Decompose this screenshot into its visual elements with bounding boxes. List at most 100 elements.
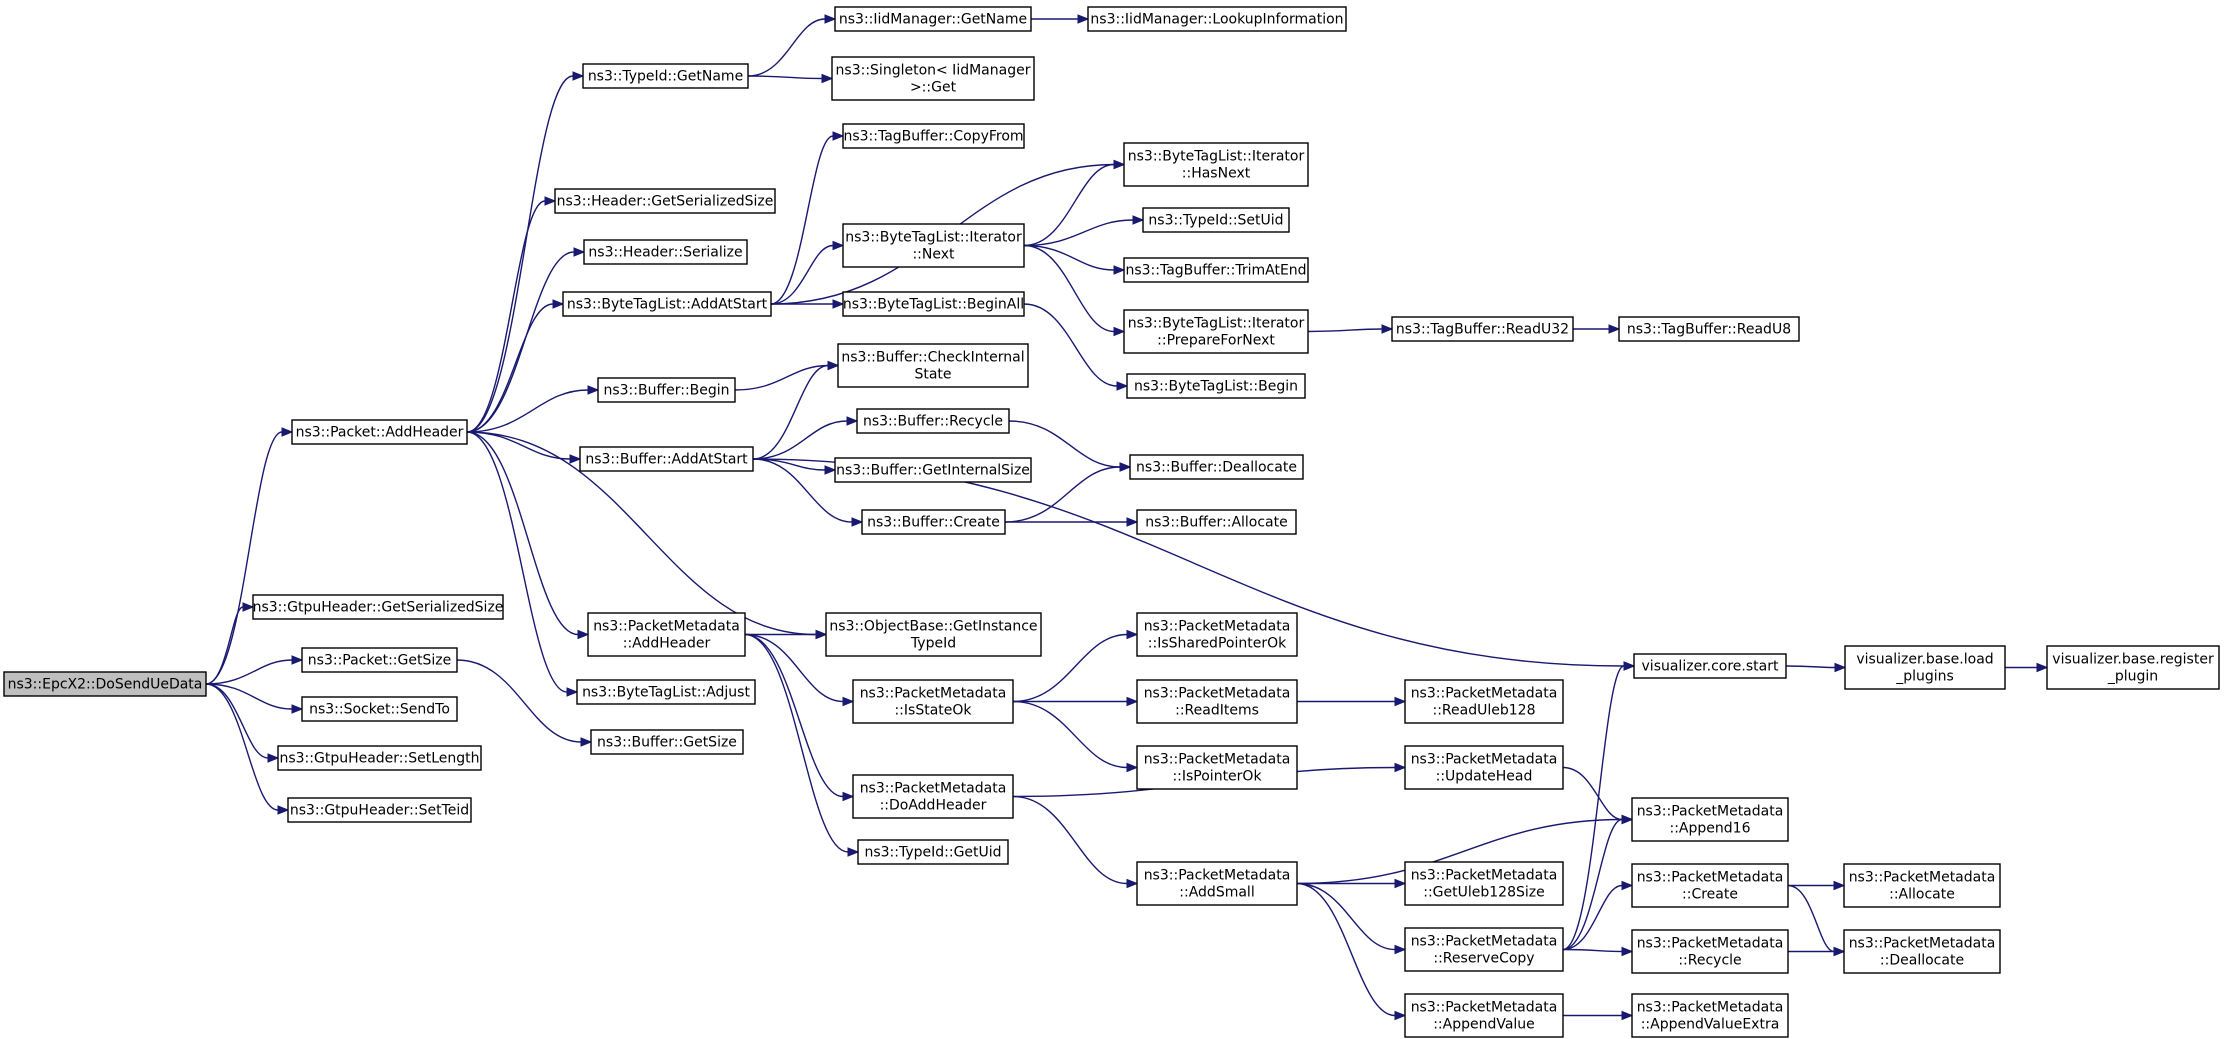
node-tagbuffer_readu32[interactable]: ns3::TagBuffer::ReadU32 (1391, 316, 1574, 342)
arrowhead-icon (1394, 944, 1407, 955)
node-pm_appendvalue[interactable]: ns3::PacketMetadata::AppendValue (1404, 993, 1564, 1038)
node-label: ns3::ObjectBase::GetInstance (829, 619, 1037, 635)
edge-pm_create-to-pm_allocate (1788, 880, 1846, 891)
node-vis_register_plugin[interactable]: visualizer.base.register_plugin (2046, 645, 2220, 690)
node-singleton_get[interactable]: ns3::Singleton< IidManager>::Get (831, 56, 1035, 101)
node-packet_getsize[interactable]: ns3::Packet::GetSize (301, 647, 458, 673)
node-buffer_recycle[interactable]: ns3::Buffer::Recycle (856, 408, 1010, 434)
node-typeid_getuid[interactable]: ns3::TypeId::GetUid (857, 839, 1009, 865)
node-header_serialize[interactable]: ns3::Header::Serialize (583, 239, 748, 265)
node-label: ::UpdateHead (1436, 769, 1533, 785)
node-label: ns3::PacketMetadata (1637, 936, 1784, 952)
node-btl_iter_next[interactable]: ns3::ByteTagList::Iterator::Next (842, 223, 1025, 268)
node-pm_recycle[interactable]: ns3::PacketMetadata::Recycle (1631, 929, 1789, 974)
edge-line (466, 303, 554, 433)
node-pm_append16[interactable]: ns3::PacketMetadata::Append16 (1631, 797, 1789, 842)
node-buffer_getinternalsize[interactable]: ns3::Buffer::GetInternalSize (834, 457, 1032, 483)
node-btl_iter_hasnext[interactable]: ns3::ByteTagList::Iterator::HasNext (1123, 142, 1309, 187)
node-buffer_addatstart[interactable]: ns3::Buffer::AddAtStart (579, 446, 754, 472)
node-label: ns3::PacketMetadata (1849, 936, 1996, 952)
node-vis_core_start[interactable]: visualizer.core.start (1633, 653, 1787, 679)
arrowhead-icon (1833, 880, 1846, 891)
node-label: ns3::ByteTagList::Iterator (1128, 149, 1305, 165)
edge-btl_iter_next-to-btl_iter_hasnext (1023, 159, 1126, 247)
node-label: ::AddHeader (623, 636, 711, 652)
node-btl_iter_prepare[interactable]: ns3::ByteTagList::Iterator::PrepareForNe… (1123, 309, 1309, 354)
node-pm_getuleb128size[interactable]: ns3::PacketMetadata::GetUleb128Size (1404, 861, 1564, 906)
node-pm_issharedpointerok[interactable]: ns3::PacketMetadata::IsSharedPointerOk (1136, 612, 1298, 657)
node-btl_adjust[interactable]: ns3::ByteTagList::Adjust (576, 679, 756, 705)
node-buffer_create[interactable]: ns3::Buffer::Create (861, 509, 1006, 535)
edge-pm_recycle-to-pm_deallocate (1788, 946, 1846, 957)
node-label: ::HasNext (1182, 166, 1251, 182)
node-epc[interactable]: ns3::EpcX2::DoSendUeData (3, 671, 207, 697)
node-tagbuffer_readu8[interactable]: ns3::TagBuffer::ReadU8 (1618, 316, 1800, 342)
edge-epc-to-gtpu_getser (205, 602, 255, 685)
node-label: ns3::ByteTagList::Iterator (1128, 316, 1305, 332)
edge-pm_addsmall-to-pm_appendvalue (1296, 882, 1407, 1021)
node-buffer_deallocate[interactable]: ns3::Buffer::Deallocate (1129, 454, 1304, 480)
edge-pm_addheader-to-objectbase_getinstance (745, 629, 828, 640)
node-buffer_getsize[interactable]: ns3::Buffer::GetSize (590, 729, 744, 755)
node-pm_addsmall[interactable]: ns3::PacketMetadata::AddSmall (1136, 861, 1298, 906)
node-pm_doaddheader[interactable]: ns3::PacketMetadata::DoAddHeader (852, 774, 1014, 819)
node-label: ::Deallocate (1880, 953, 1964, 969)
node-pm_updatehead[interactable]: ns3::PacketMetadata::UpdateHead (1404, 745, 1564, 790)
arrowhead-icon (1833, 946, 1846, 957)
edge-epc-to-packet_getsize (205, 655, 304, 685)
node-pm_ispointerok[interactable]: ns3::PacketMetadata::IsPointerOk (1136, 745, 1298, 790)
node-btl_addatstart[interactable]: ns3::ByteTagList::AddAtStart (562, 291, 772, 317)
node-socket_sendto[interactable]: ns3::Socket::SendTo (301, 696, 458, 722)
node-box (1404, 927, 1564, 972)
edge-pm_reservecopy-to-pm_create (1562, 880, 1634, 951)
node-iid_lookup[interactable]: ns3::IidManager::LookupInformation (1087, 6, 1347, 32)
node-pm_allocate[interactable]: ns3::PacketMetadata::Allocate (1843, 863, 2001, 908)
arrowhead-icon (815, 629, 828, 640)
edge-pm_addsmall-to-pm_getuleb128size (1297, 878, 1407, 889)
arrowhead-icon (1113, 326, 1126, 337)
edge-addheader-to-btl_addatstart (466, 299, 565, 433)
node-gtpu_setteid[interactable]: ns3::GtpuHeader::SetTeid (287, 797, 472, 823)
node-buffer_begin[interactable]: ns3::Buffer::Begin (597, 377, 736, 403)
node-typeid_setuid[interactable]: ns3::TypeId::SetUid (1142, 207, 1290, 233)
node-box (582, 63, 749, 89)
node-pm_readitems[interactable]: ns3::PacketMetadata::ReadItems (1136, 679, 1298, 724)
node-iid_getname[interactable]: ns3::IidManager::GetName (834, 6, 1032, 32)
edge-line (1562, 818, 1623, 951)
node-addheader[interactable]: ns3::Packet::AddHeader (291, 419, 468, 445)
node-btl_beginall[interactable]: ns3::ByteTagList::BeginAll (842, 291, 1025, 317)
node-typeid_getname[interactable]: ns3::TypeId::GetName (582, 63, 749, 89)
arrowhead-icon (1621, 1010, 1634, 1021)
node-pm_deallocate[interactable]: ns3::PacketMetadata::Deallocate (1843, 929, 2001, 974)
node-label: ns3::PacketMetadata (1144, 619, 1291, 635)
arrowhead-icon (572, 71, 585, 81)
node-pm_reservecopy[interactable]: ns3::PacketMetadata::ReserveCopy (1404, 927, 1564, 972)
node-gtpu_setlength[interactable]: ns3::GtpuHeader::SetLength (277, 745, 482, 771)
node-tagbuffer_trimatend[interactable]: ns3::TagBuffer::TrimAtEnd (1123, 257, 1309, 283)
arrowhead-icon (1126, 762, 1139, 773)
node-buffer_allocate[interactable]: ns3::Buffer::Allocate (1136, 509, 1297, 535)
node-vis_load_plugins[interactable]: visualizer.base.load_plugins (1844, 645, 2006, 690)
node-pm_appendvalueextra[interactable]: ns3::PacketMetadata::AppendValueExtra (1631, 993, 1789, 1038)
arrowhead-icon (821, 73, 834, 84)
edge-line (770, 135, 834, 305)
node-btl_begin[interactable]: ns3::ByteTagList::Begin (1126, 373, 1306, 399)
node-label: ns3::Buffer::CheckInternal (841, 350, 1024, 366)
node-pm_readuleb128[interactable]: ns3::PacketMetadata::ReadUleb128 (1404, 679, 1564, 724)
node-label: ns3::Singleton< IidManager (836, 63, 1031, 79)
node-gtpu_getser[interactable]: ns3::GtpuHeader::GetSerializedSize (252, 594, 504, 620)
node-box (1123, 309, 1309, 354)
arrowhead-icon (832, 299, 845, 309)
edge-pm_create-to-pm_deallocate (1787, 884, 1846, 957)
edge-pm_reservecopy-to-vis_core_start (1562, 661, 1636, 951)
node-tagbuffer_copyfrom[interactable]: ns3::TagBuffer::CopyFrom (842, 123, 1025, 149)
node-header_getser[interactable]: ns3::Header::GetSerializedSize (554, 188, 776, 214)
edge-line (770, 244, 834, 305)
edge-pm_isstateok-to-pm_issharedpointerok (1012, 629, 1139, 703)
node-pm_addheader[interactable]: ns3::PacketMetadata::AddHeader (587, 612, 746, 657)
node-pm_create[interactable]: ns3::PacketMetadata::Create (1631, 863, 1789, 908)
node-pm_isstateok[interactable]: ns3::PacketMetadata::IsStateOk (852, 679, 1014, 724)
node-box (1843, 863, 2001, 908)
